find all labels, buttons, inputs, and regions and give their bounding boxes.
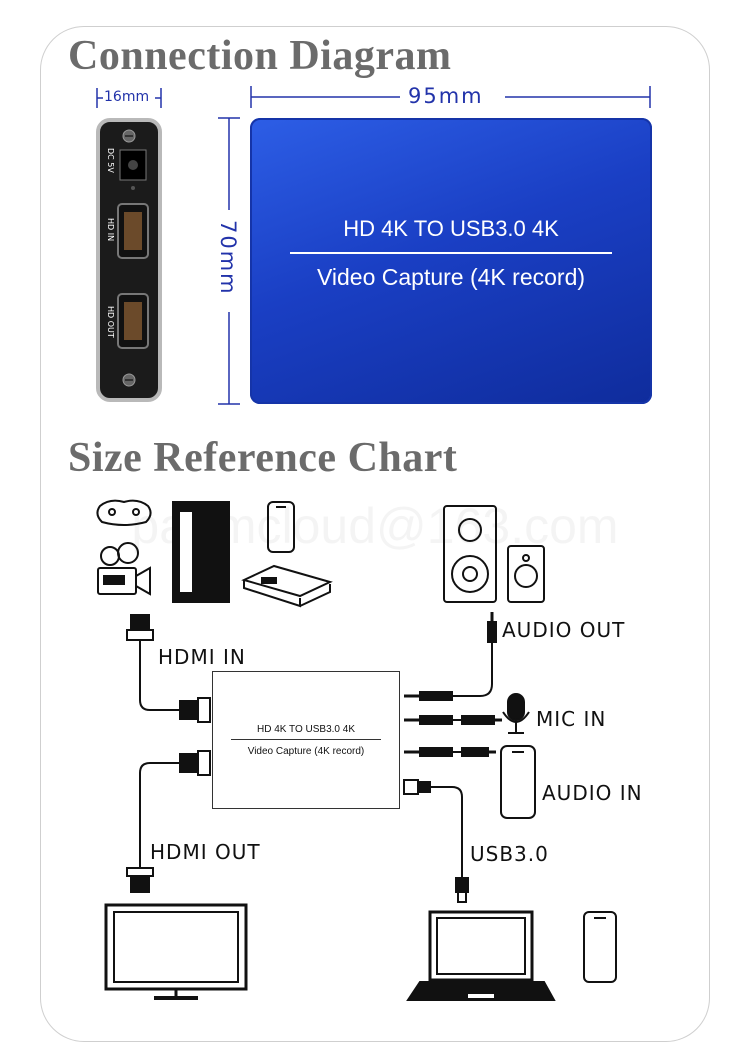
device-subtitle: Video Capture (4K record) <box>316 264 586 290</box>
label-hdmi-out: HDMI OUT <box>150 840 261 864</box>
hdmi-out-cable <box>126 750 211 893</box>
mini-device-subtitle: Video Capture (4K record) <box>247 746 365 757</box>
microphone-icon <box>502 693 530 734</box>
phone-bottom-icon <box>583 911 617 983</box>
audio-out-cable <box>404 612 497 701</box>
capture-device: HD 4K TO USB3.0 4K Video Capture (4K rec… <box>250 118 652 404</box>
label-audio-out: AUDIO OUT <box>502 618 626 642</box>
connection-diagram-title: Connection Diagram <box>68 33 452 79</box>
audio-in-cable <box>404 747 496 757</box>
mini-device-divider <box>231 739 381 740</box>
mini-device-title: HD 4K TO USB3.0 4K <box>256 724 355 735</box>
device-side-view: DC 5V HD IN HD OUT <box>96 118 162 402</box>
pc-tower-icon <box>172 501 230 603</box>
usb-cable <box>403 779 469 903</box>
device-title: HD 4K TO USB3.0 4K <box>343 216 559 241</box>
video-camera-icon <box>97 542 151 596</box>
label-hdmi-in: HDMI IN <box>158 645 246 669</box>
set-top-box-icon <box>241 564 333 608</box>
gamepad-icon <box>96 499 152 526</box>
label-mic-in: MIC IN <box>536 707 607 731</box>
hdmi-in-cable <box>126 614 211 723</box>
laptop-icon <box>406 910 556 1001</box>
monitor-icon <box>104 903 248 1000</box>
mic-cable <box>404 715 502 725</box>
phone-icon <box>267 501 295 553</box>
phone-audio-icon <box>500 745 536 819</box>
side-ports-illustration <box>117 129 149 387</box>
dimension-length: 95mm <box>408 84 484 108</box>
label-audio-in: AUDIO IN <box>542 781 643 805</box>
speaker-icon <box>443 505 545 603</box>
device-divider <box>290 252 612 254</box>
label-usb: USB3.0 <box>470 842 549 866</box>
mini-capture-device: HD 4K TO USB3.0 4K Video Capture (4K rec… <box>212 671 400 809</box>
size-reference-title: Size Reference Chart <box>68 435 458 481</box>
dimension-side-width: 16mm <box>104 89 150 105</box>
